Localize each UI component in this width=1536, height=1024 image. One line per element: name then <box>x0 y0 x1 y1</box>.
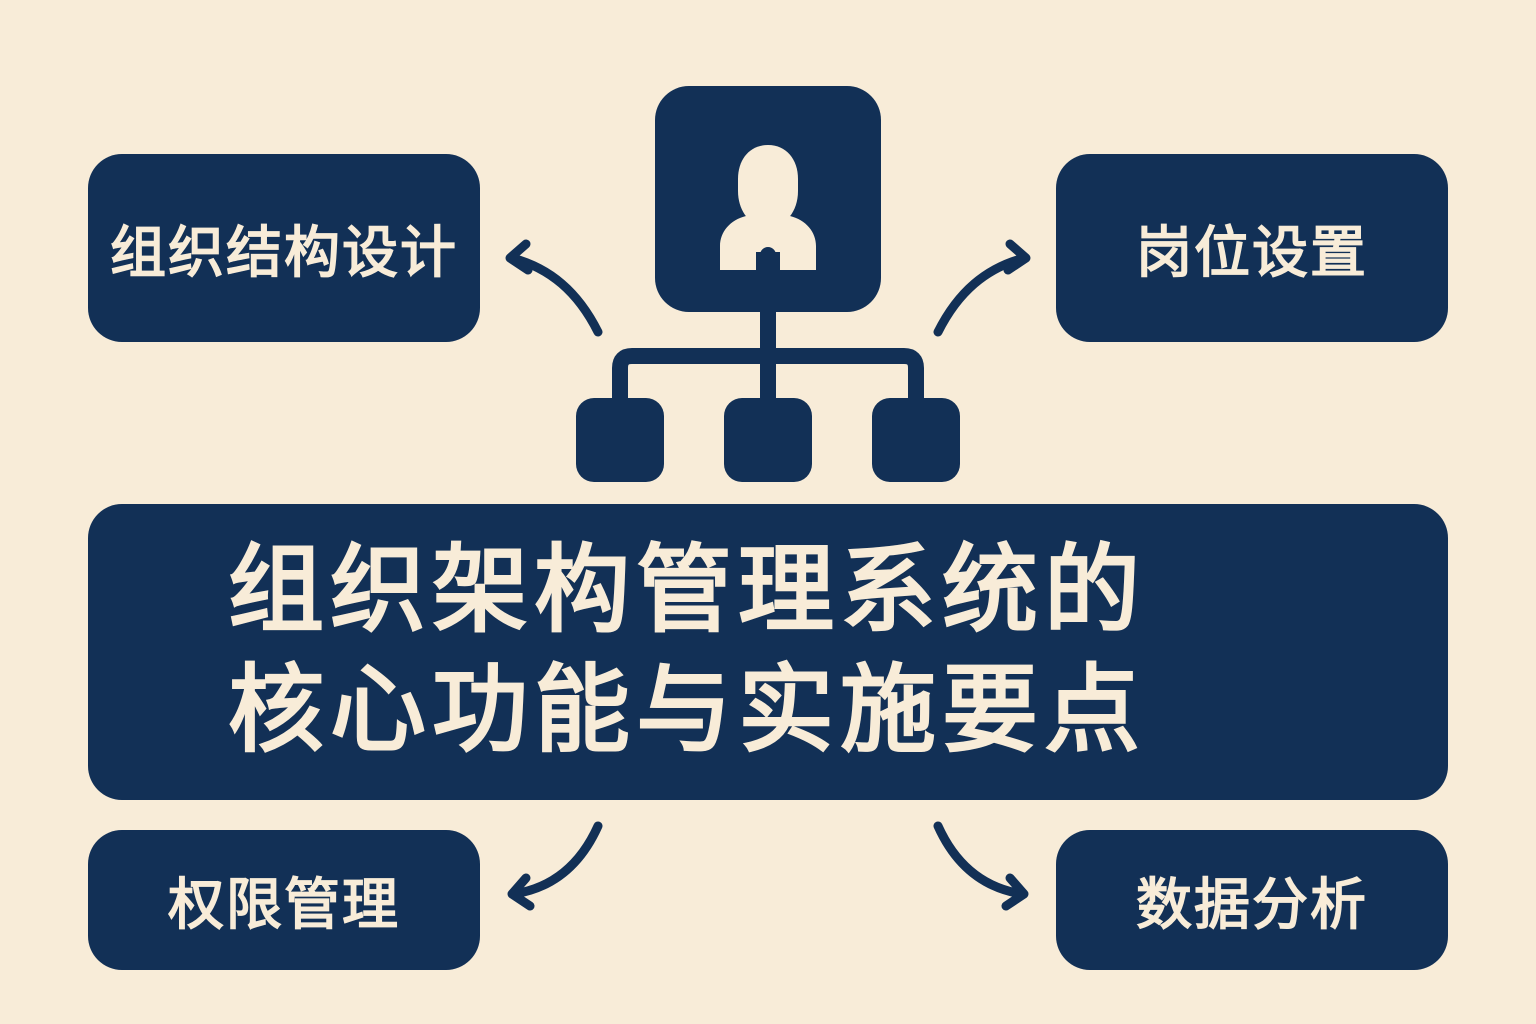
node-label: 数据分析 <box>1136 872 1368 938</box>
title-banner: 组织架构管理系统的 核心功能与实施要点 <box>88 504 1448 800</box>
node-label: 权限管理 <box>168 872 400 938</box>
arrow-to-top-left <box>507 253 603 337</box>
person-icon <box>720 145 816 270</box>
node-org-structure-design: 组织结构设计 <box>88 154 480 342</box>
node-label: 岗位设置 <box>1136 220 1368 286</box>
org-chart-connectors <box>612 247 924 408</box>
arrow-icon <box>505 239 1031 911</box>
title-line-2: 核心功能与实施要点 <box>228 654 1146 766</box>
org-child-node-left <box>576 398 664 482</box>
node-position-setup: 岗位设置 <box>1056 154 1448 342</box>
node-data-analysis: 数据分析 <box>1056 830 1448 970</box>
node-label: 组织结构设计 <box>110 220 458 286</box>
arrow-to-top-right <box>933 253 1029 337</box>
arrow-to-bottom-right <box>933 821 1027 899</box>
org-child-node-center <box>724 398 812 482</box>
title-line-1: 组织架构管理系统的 <box>228 534 1146 646</box>
org-child-node-right <box>872 398 960 482</box>
arrow-to-bottom-left <box>509 821 603 899</box>
node-permission-management: 权限管理 <box>88 830 480 970</box>
